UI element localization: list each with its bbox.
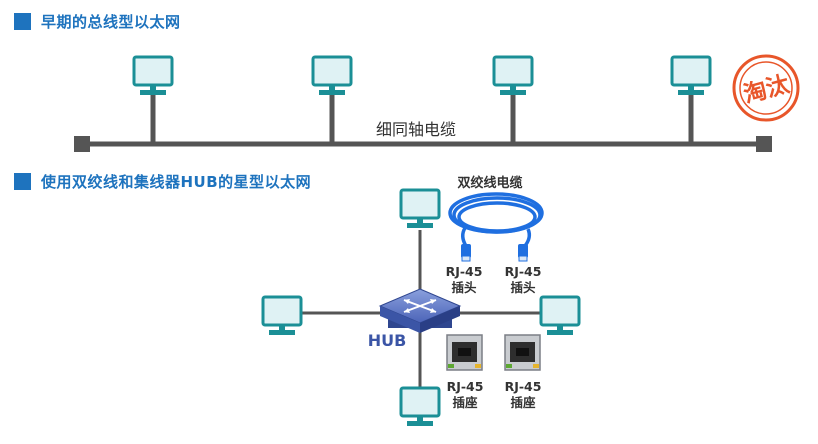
bullet-square <box>14 173 31 190</box>
bus-topology: 细同轴电缆 淘汰 <box>74 54 800 152</box>
section-title-bus: 早期的总线型以太网 <box>14 11 181 32</box>
rj45-socket-icon <box>504 334 541 371</box>
monitor-icon <box>492 55 534 97</box>
hub-label: HUB <box>368 331 407 350</box>
patch-cable-icon <box>448 192 544 249</box>
stamp-icon: 淘汰 <box>732 54 800 122</box>
rj45-plug-label: RJ-45 插头 <box>445 264 483 295</box>
twisted-pair-label: 双绞线电缆 <box>457 175 522 191</box>
bullet-square <box>14 13 31 30</box>
rj45-socket-label: RJ-45 插座 <box>446 379 484 410</box>
coax-cable-label: 细同轴电缆 <box>376 120 456 139</box>
terminator-left <box>74 136 90 152</box>
terminator-right <box>756 136 772 152</box>
hub-icon <box>378 288 462 333</box>
section-title-star: 使用双绞线和集线器HUB的星型以太网 <box>14 171 311 192</box>
rj45-plug-icon <box>461 244 471 262</box>
rj45-plug-icon <box>518 244 528 262</box>
monitor-icon <box>261 295 303 337</box>
monitor-icon <box>399 188 441 230</box>
section-title-text: 使用双绞线和集线器HUB的星型以太网 <box>41 173 312 191</box>
section-title-text: 早期的总线型以太网 <box>41 13 181 31</box>
monitor-icon <box>311 55 353 97</box>
rj45-socket-label: RJ-45 插座 <box>504 379 542 410</box>
monitor-icon <box>670 55 712 97</box>
monitor-icon <box>132 55 174 97</box>
star-topology: HUB 双绞线电缆 <box>261 175 581 428</box>
rj45-plug-label: RJ-45 插头 <box>504 264 542 295</box>
monitor-icon <box>539 295 581 337</box>
rj45-socket-icon <box>446 334 483 371</box>
monitor-icon <box>399 386 441 428</box>
